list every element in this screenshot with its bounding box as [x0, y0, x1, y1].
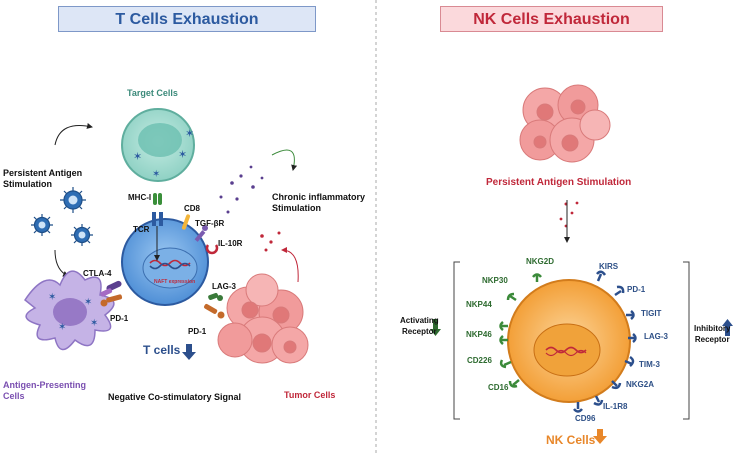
lag3-receptor: [208, 292, 223, 301]
activating-bracket: [453, 261, 460, 420]
nk-cells-exhaustion-title: NK Cells Exhaustion: [440, 6, 663, 32]
svg-text:✶: ✶: [90, 318, 98, 329]
target-cell-graphic: ✶ ✶ ✶ ✶: [121, 108, 195, 182]
nkp44-label: NKP44: [466, 300, 492, 309]
nk-cell-graphic: [507, 279, 631, 403]
negative-costimulatory-label: Negative Co-stimulatory Signal: [108, 392, 242, 402]
il1r8-label: IL-1R8: [603, 402, 628, 411]
il10r-receptor: [205, 244, 219, 255]
ctla4-receptor: [100, 280, 122, 297]
persistent-arrow: [54, 123, 93, 146]
kirs-label: KIRS: [599, 262, 619, 271]
cd226-label: CD226: [467, 356, 492, 365]
antigen-presenting-cell-graphic: ✶ ✶ ✶ ✶: [23, 270, 115, 351]
nk-cells-down-arrow: [593, 429, 607, 444]
tim3-label: TIM-3: [639, 360, 660, 369]
tgfbr-receptor: [194, 225, 208, 242]
cytokine-particles: [260, 231, 281, 252]
cd8-receptor: [181, 214, 191, 230]
tumor-cells-graphic: [217, 273, 309, 364]
t-cells-label: T cells: [143, 343, 181, 357]
cd8-label: CD8: [184, 204, 201, 213]
activating-receptor-label: Activating Receptor: [400, 316, 439, 336]
tumor-cells-label: Tumor Cells: [284, 390, 336, 400]
tumor-arrow: [281, 247, 299, 283]
chronic-inflammatory-label: Chronic inflammatory Stimulation: [272, 192, 366, 213]
tgfbr-label: TGF-βR: [195, 219, 225, 228]
apc-arrow: [54, 249, 69, 277]
nkg2a-label: NKG2A: [626, 380, 655, 389]
cd96-label: CD96: [575, 414, 596, 423]
nk-activating-receptors: [499, 273, 542, 388]
inhibitory-receptor-label: Inhibitory Receptor: [694, 324, 731, 344]
apc-label: Antigen-Presenting Cells: [3, 380, 87, 401]
ctla4-label: CTLA-4: [83, 269, 112, 278]
pd1-right-label: PD-1: [188, 327, 207, 336]
nk-cells-label: NK Cells: [546, 433, 596, 447]
persistent-antigen-label: Persistent Antigen Stimulation: [3, 168, 83, 189]
svg-text:✶: ✶: [58, 322, 66, 333]
t-cells-exhaustion-title: T Cells Exhaustion: [58, 6, 316, 32]
virus-icon: [31, 187, 93, 246]
tigit-label: TIGIT: [641, 309, 662, 318]
nfat-expression-label: NAFT expression: [154, 279, 196, 285]
inhibitory-bracket: [683, 261, 690, 420]
svg-text:✶: ✶: [152, 169, 160, 180]
svg-text:✶: ✶: [84, 297, 92, 308]
cd16-label: CD16: [488, 383, 509, 392]
nk-persistent-antigen-label: Persistent Antigen Stimulation: [486, 177, 632, 188]
nk-tumor-cells-graphic: [519, 84, 611, 163]
nkp30-label: NKP30: [482, 276, 508, 285]
il10r-label: IL-10R: [218, 239, 243, 248]
tcr-label: TCR: [133, 225, 150, 234]
svg-text:✶: ✶: [185, 128, 194, 140]
target-antigen-icon: ✶: [133, 151, 142, 163]
pd1-nk-label: PD-1: [627, 285, 646, 294]
mhc-i-label: MHC-I: [128, 193, 152, 202]
pd1-left-receptor: [100, 294, 123, 307]
inhibitory-up-arrow: [722, 319, 733, 336]
svg-text:✶: ✶: [178, 149, 187, 161]
activating-down-arrow: [430, 319, 441, 336]
svg-text:✶: ✶: [48, 292, 56, 303]
nkp46-label: NKP46: [466, 330, 492, 339]
mhc-tcr-complex: [152, 193, 163, 261]
t-cells-down-arrow: [182, 344, 196, 360]
target-cells-label: Target Cells: [127, 88, 178, 98]
nkg2d-label: NKG2D: [526, 257, 555, 266]
antigen-particles: [219, 165, 264, 214]
nk-inhibitory-receptors: [573, 270, 637, 413]
lag3-label: LAG-3: [212, 282, 236, 291]
lag3-nk-label: LAG-3: [644, 332, 668, 341]
pd1-left-label: PD-1: [110, 314, 129, 323]
chronic-arrow: [271, 149, 298, 171]
nk-antigen-particles: [559, 201, 579, 228]
pd1-right-receptor: [204, 304, 225, 319]
